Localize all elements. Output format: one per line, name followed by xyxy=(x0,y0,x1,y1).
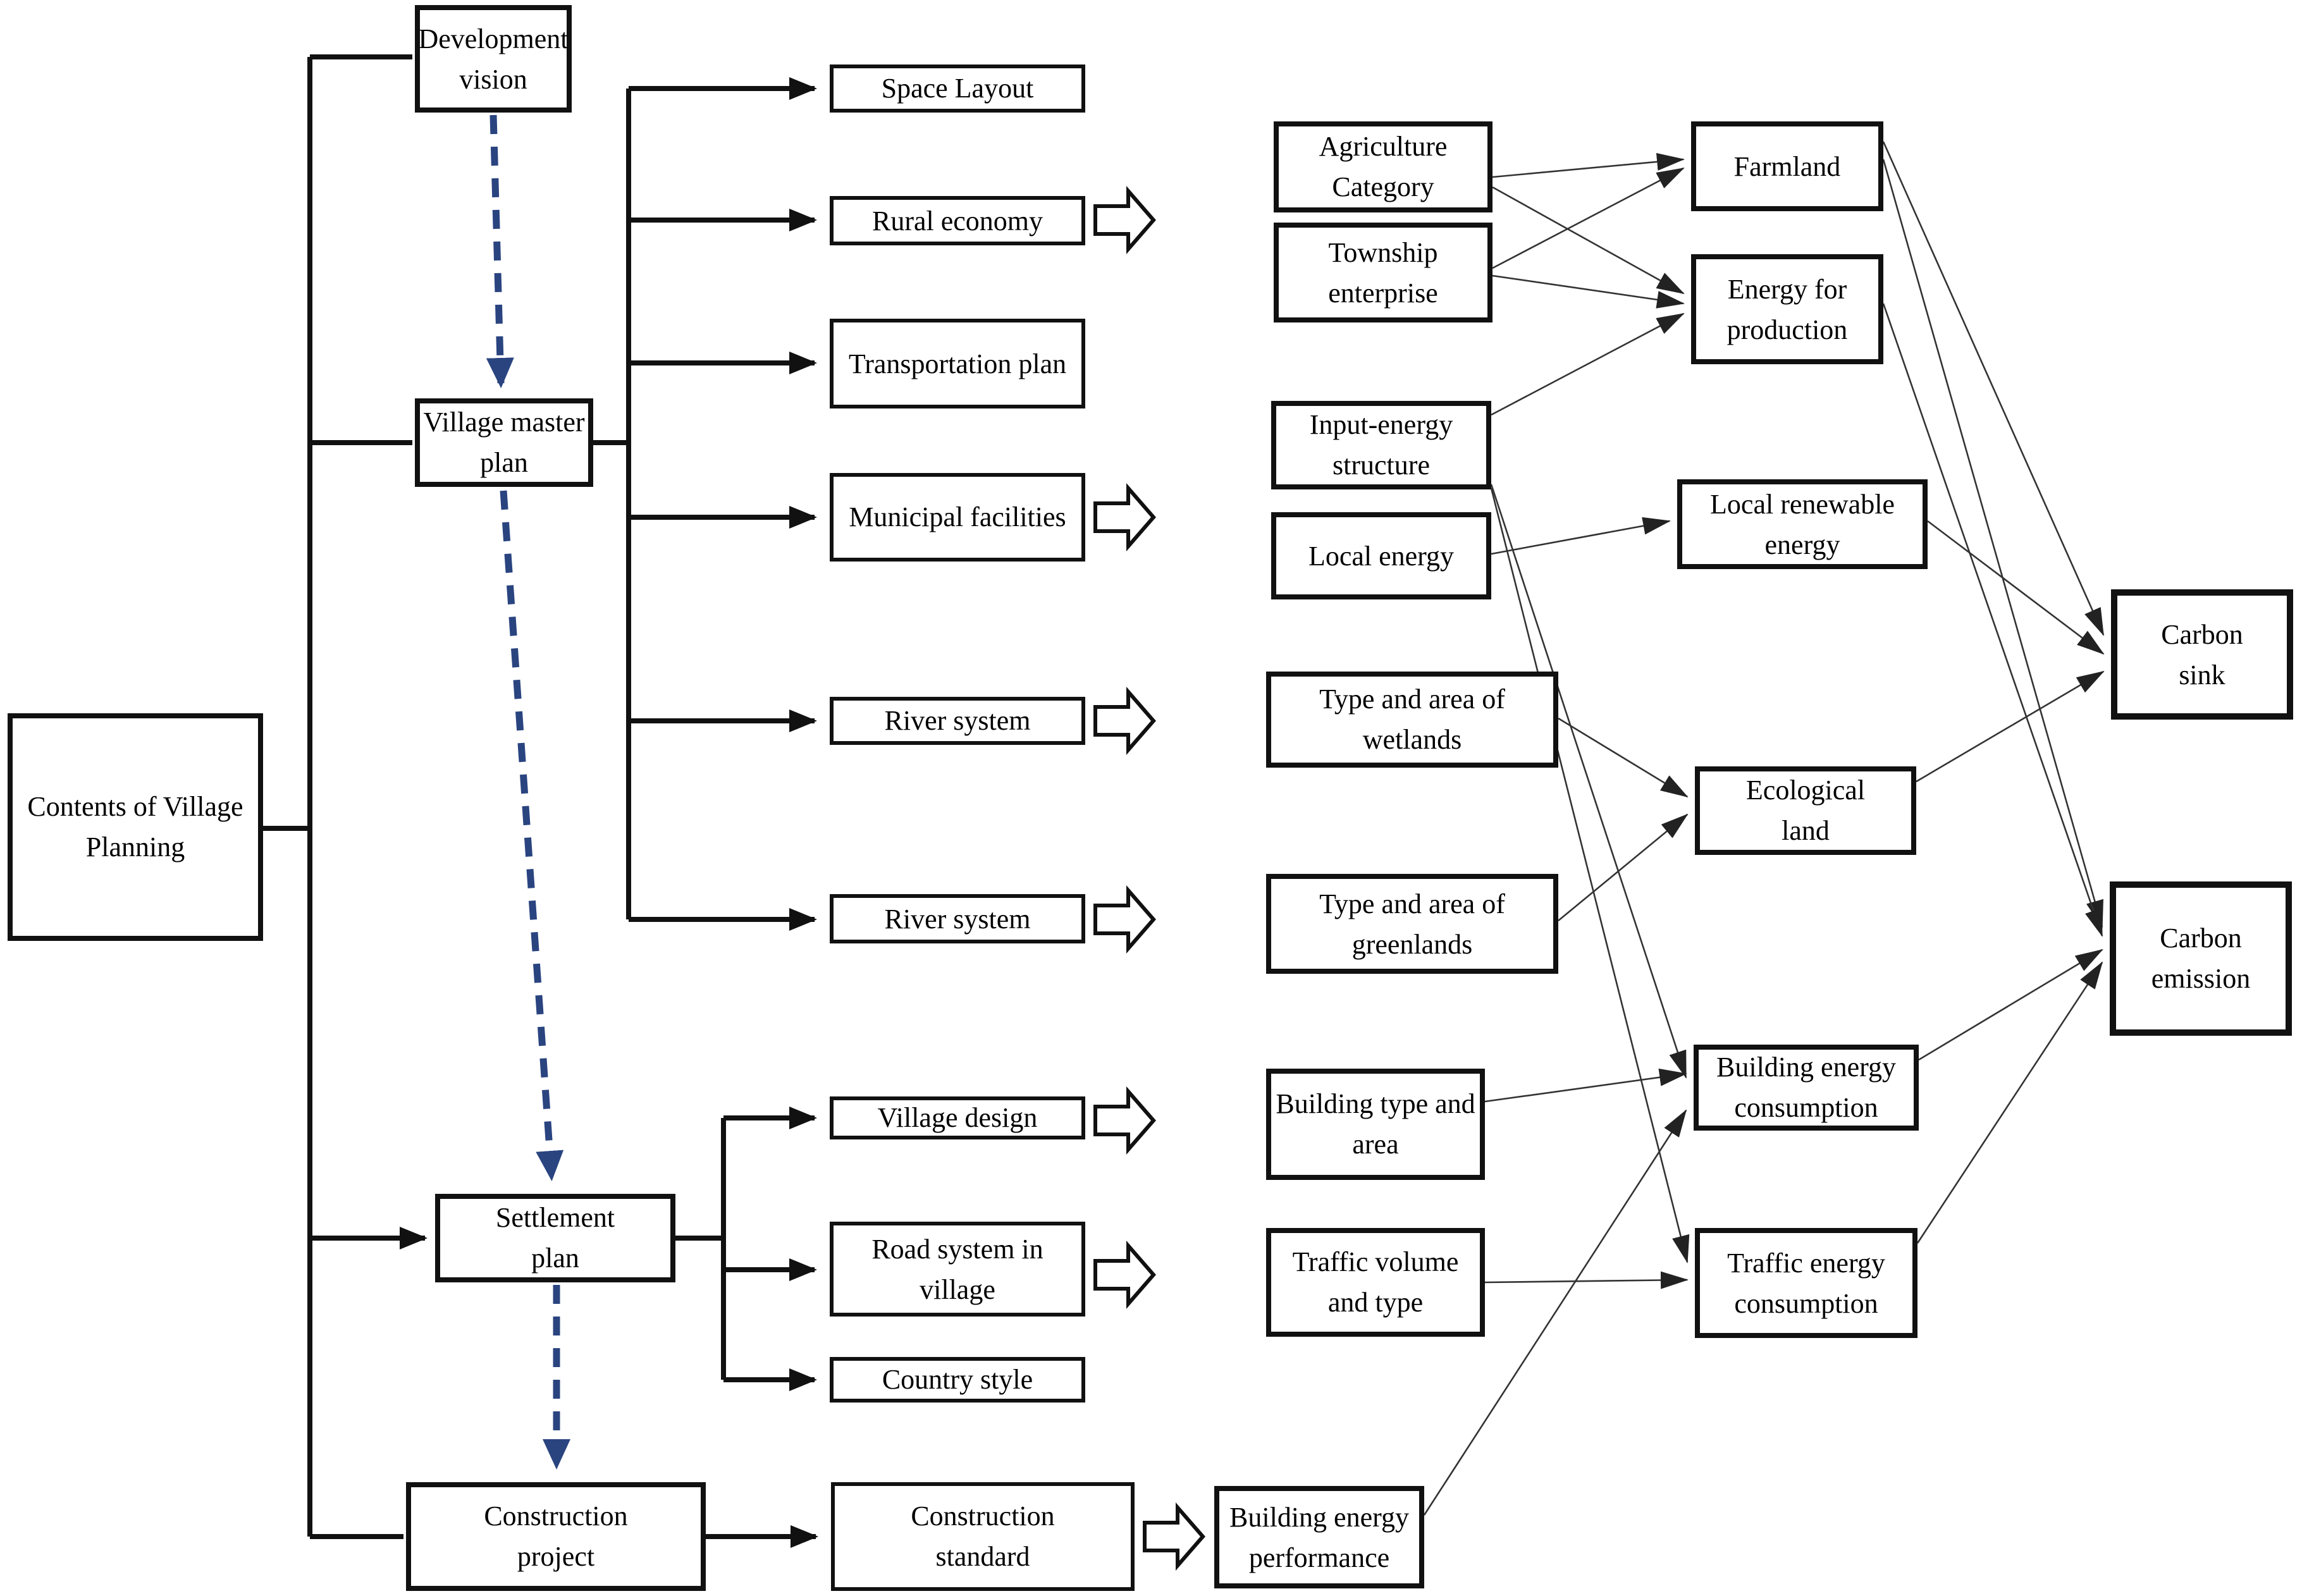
node-rural-economy: Rural economy xyxy=(830,196,1085,245)
node-township-enterprise: Township enterprise xyxy=(1274,223,1493,322)
node-village-master-plan: Village master plan xyxy=(415,398,593,487)
node-energy-for-production: Energy for production xyxy=(1691,254,1883,364)
node-village-design: Village design xyxy=(830,1096,1085,1139)
node-space-layout: Space Layout xyxy=(830,64,1085,113)
node-agriculture-category: Agriculture Category xyxy=(1274,121,1493,212)
node-carbon-emission: Carbon emission xyxy=(2110,881,2292,1036)
trunk-lines xyxy=(263,54,428,1539)
node-traffic-volume-and-type: Traffic volume and type xyxy=(1266,1228,1485,1337)
settlement-branch xyxy=(675,1107,817,1391)
node-carbon-sink: Carbon sink xyxy=(2111,589,2293,720)
node-traffic-energy-consumption: Traffic energy consumption xyxy=(1695,1228,1917,1338)
block-arrows xyxy=(1093,185,1205,1571)
dashed-progression-arrows xyxy=(486,114,570,1470)
node-river-system-1: River system xyxy=(830,697,1085,745)
node-construction-project: Construction project xyxy=(406,1482,706,1591)
node-municipal-facilities: Municipal facilities xyxy=(830,473,1085,562)
node-development-vision: Development vision xyxy=(415,5,572,113)
node-settlement-plan: Settlement plan xyxy=(435,1194,675,1282)
node-ecological-land: Ecological land xyxy=(1695,766,1916,855)
node-building-type-and-area: Building type and area xyxy=(1266,1069,1485,1180)
node-construction-standard: Construction standard xyxy=(831,1482,1135,1591)
node-input-energy-structure: Input-energy structure xyxy=(1271,401,1491,489)
node-contents-of-village-planning: Contents of Village Planning xyxy=(8,713,263,941)
thin-connectors-final xyxy=(1882,141,2105,1244)
node-transportation-plan: Transportation plan xyxy=(830,319,1085,408)
node-road-system-in-village: Road system in village xyxy=(830,1222,1085,1317)
node-type-area-wetlands: Type and area of wetlands xyxy=(1266,672,1558,768)
node-building-energy-performance: Building energy performance xyxy=(1214,1486,1424,1588)
node-local-energy: Local energy xyxy=(1271,512,1491,599)
node-farmland: Farmland xyxy=(1691,121,1883,211)
master-plan-branch xyxy=(593,77,817,931)
node-river-system-2: River system xyxy=(830,894,1085,943)
thin-connectors xyxy=(1423,152,1690,1516)
node-type-area-greenlands: Type and area of greenlands xyxy=(1266,874,1558,974)
node-country-style: Country style xyxy=(830,1357,1085,1403)
node-local-renewable-energy: Local renewable energy xyxy=(1677,479,1928,569)
node-building-energy-consumption: Building energy consumption xyxy=(1694,1045,1919,1131)
